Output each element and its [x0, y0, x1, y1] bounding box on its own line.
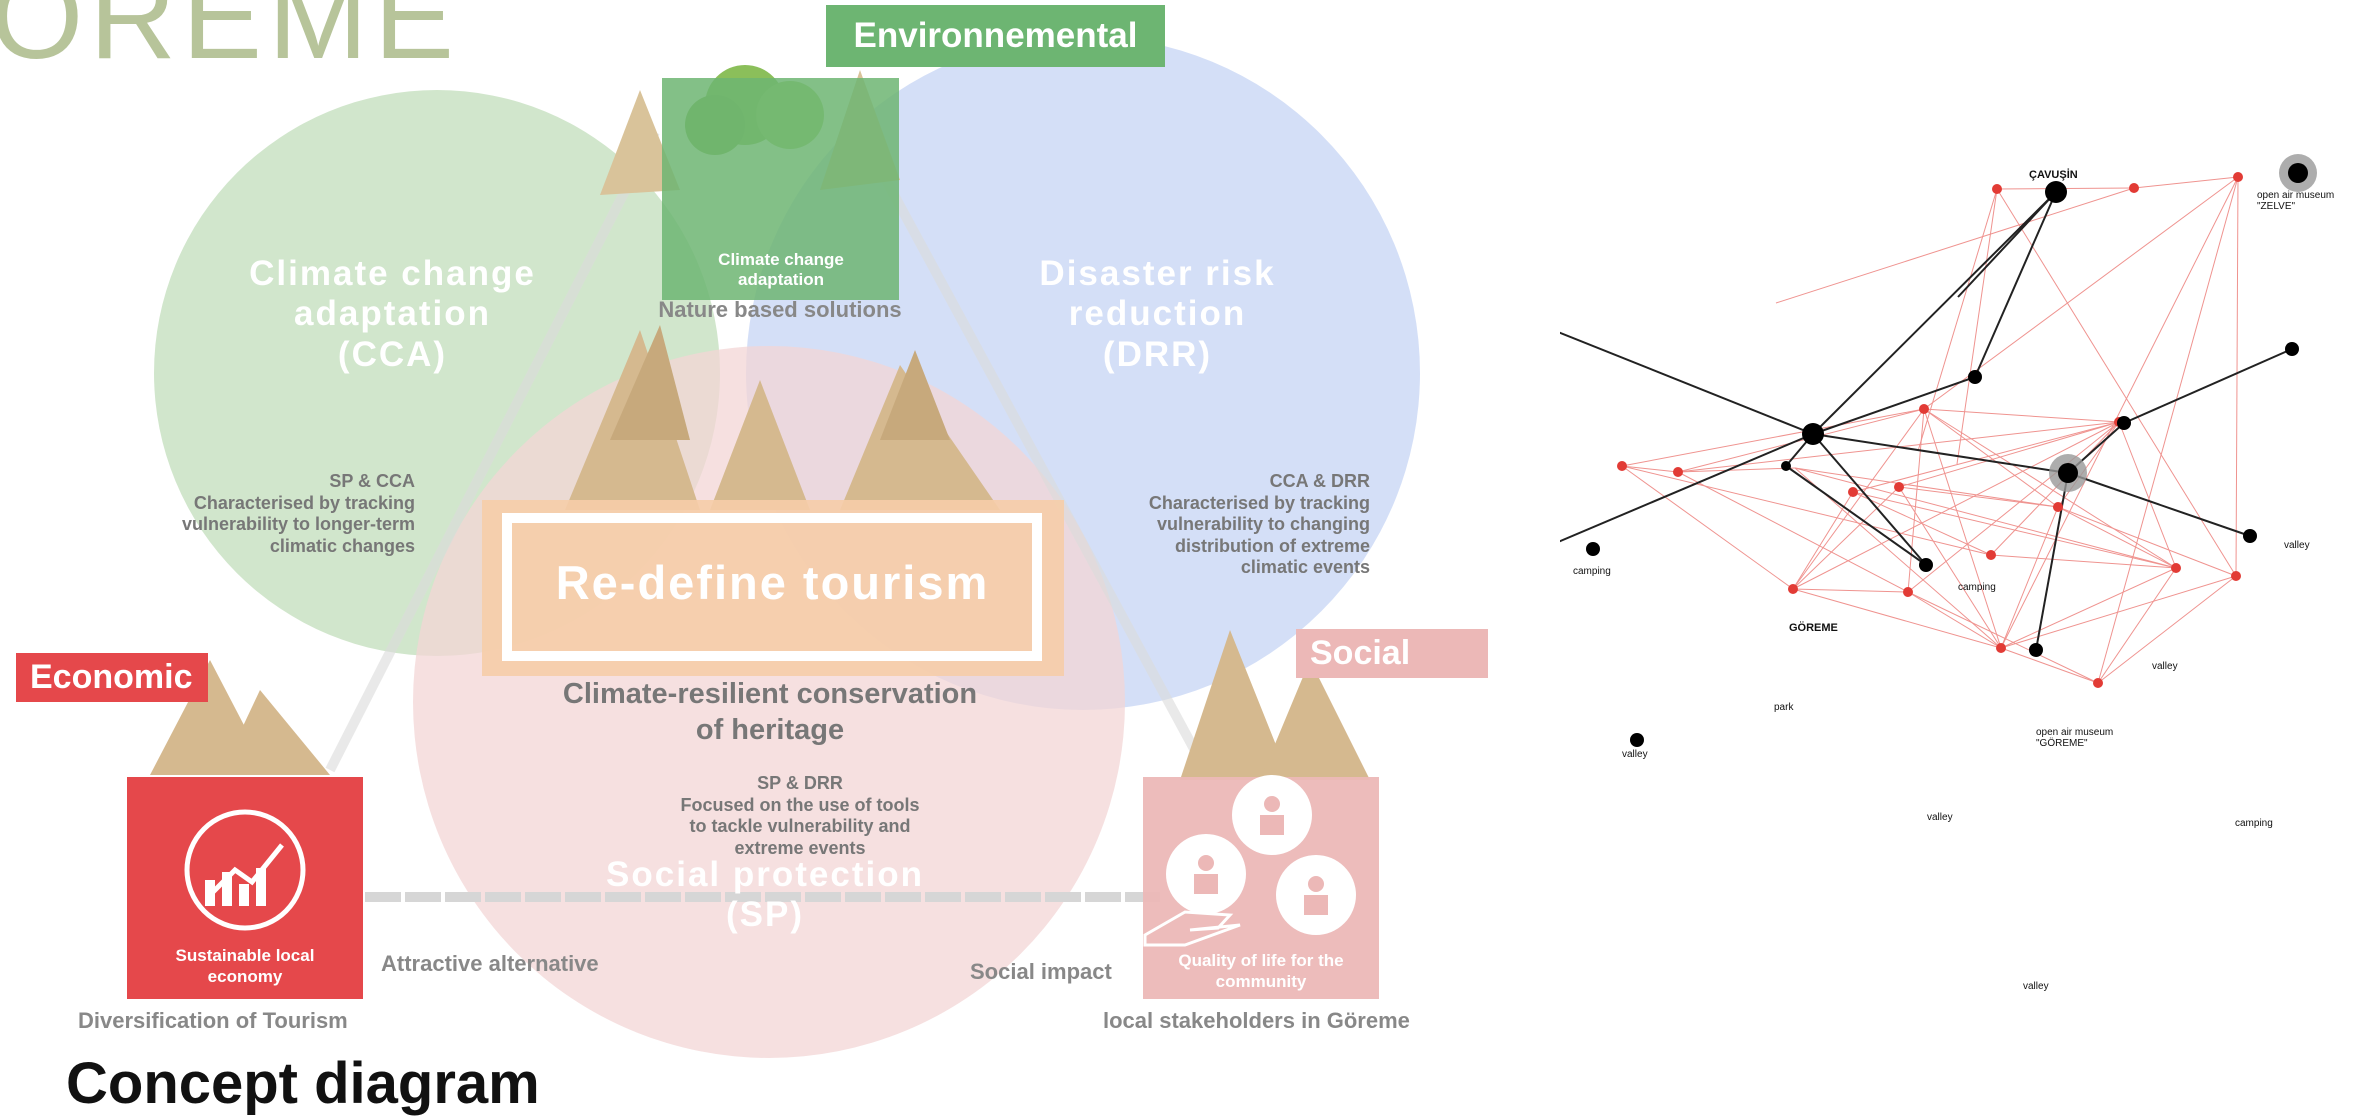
- heritage-subtitle: Climate-resilient conservation of herita…: [562, 678, 978, 747]
- social-tag: Social: [1296, 629, 1488, 678]
- nature-based-label: Nature based solutions: [658, 297, 902, 322]
- venn-diagram: [127, 36, 1420, 1058]
- sp-drr-note: SP & DRR Focused on the use of tools to …: [680, 773, 920, 858]
- camping-node-west: [1586, 542, 1600, 556]
- valley-label-south: valley: [2023, 981, 2049, 992]
- economic-illustration: [150, 660, 330, 775]
- museum-goreme-label: open air museum "GÖREME": [2036, 727, 2114, 749]
- soc-caption: Quality of life for the community: [1178, 951, 1344, 992]
- recycle-growth-icon: [184, 809, 306, 931]
- network-nodes: [1781, 154, 2317, 657]
- valley-label-s: valley: [1927, 812, 1953, 823]
- valley-label-sw: valley: [1622, 749, 1648, 760]
- tourism-headline: Re-define tourism: [555, 556, 990, 609]
- park-label: park: [1774, 702, 1794, 713]
- hand-icon: [1143, 910, 1241, 947]
- fairy-chimneys-center: [565, 325, 1000, 510]
- camping-label-w: camping: [1573, 566, 1611, 577]
- tourism-box: [482, 500, 1064, 676]
- camping-label-e: camping: [2235, 818, 2273, 829]
- cavusin-label: ÇAVUŞİN: [2029, 169, 2078, 181]
- sp-label: Social protection (SP): [606, 855, 924, 935]
- eco-caption: Sustainable local economy: [175, 946, 315, 987]
- camping-label-c: camping: [1958, 582, 1996, 593]
- cca-drr-note: CCA & DRR Characterised by tracking vuln…: [1148, 471, 1370, 578]
- environmental-tag: Environnemental: [826, 5, 1165, 67]
- valley-label-e: valley: [2152, 661, 2178, 672]
- cca-label: Climate change adaptation (CCA): [249, 254, 536, 374]
- valley-node-southwest: [1630, 733, 1644, 747]
- concept-diagram-heading: Concept diagram: [66, 1051, 540, 1116]
- diversification-label: Diversification of Tourism: [78, 1008, 348, 1033]
- social-impact-label: Social impact: [970, 959, 1112, 984]
- economic-tag: Economic: [16, 653, 208, 702]
- goreme-node-label: GÖREME: [1789, 622, 1838, 634]
- zelve-label: open air museum "ZELVE": [2257, 190, 2335, 212]
- sp-cca-note: SP & CCA Characterised by tracking vulne…: [181, 471, 415, 556]
- environmental-box: [662, 78, 899, 300]
- community-icons: [1166, 775, 1356, 935]
- attractive-alternative-label: Attractive alternative: [381, 951, 599, 976]
- stakeholders-label: local stakeholders in Göreme: [1103, 1008, 1410, 1033]
- valley-label-ne: valley: [2284, 540, 2310, 551]
- social-illustration: [1180, 630, 1370, 780]
- drr-label: Disaster risk reduction (DRR): [1039, 254, 1276, 374]
- env-caption: Climate change adaptation: [718, 250, 844, 290]
- brand-title: ÖREME: [0, 0, 461, 84]
